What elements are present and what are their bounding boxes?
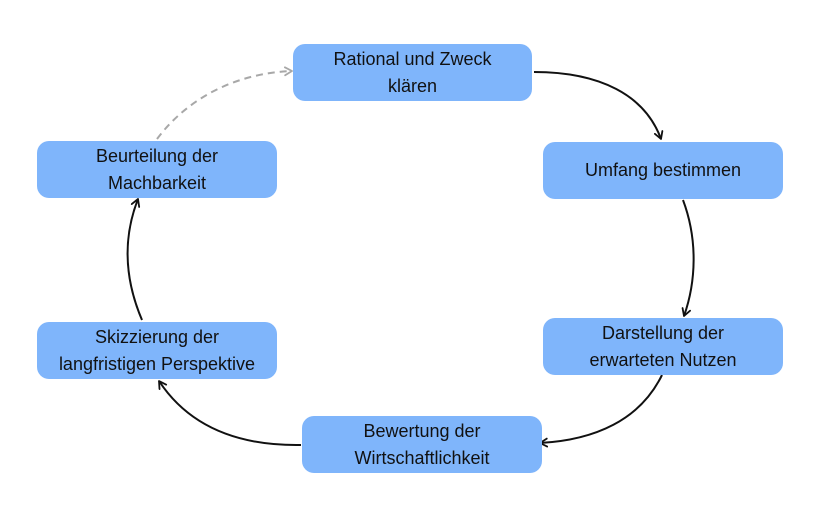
node-darstellung-nutzen: Darstellung der erwarteten Nutzen	[543, 318, 783, 375]
node-rational-und-zweck: Rational und Zweck klären	[293, 44, 532, 101]
edge-wirtschaft-to-perspektive	[158, 380, 302, 447]
node-beurteilung-machbarkeit: Beurteilung der Machbarkeit	[37, 141, 277, 198]
edge-umfang-to-nutzen	[681, 199, 695, 317]
edge-perspektive-to-machbarkeit	[126, 198, 143, 321]
edge-nutzen-to-wirtschaft	[539, 374, 663, 448]
edge-machbarkeit-to-rational	[156, 66, 293, 140]
node-skizzierung-perspektive: Skizzierung der langfristigen Perspektiv…	[37, 322, 277, 379]
node-bewertung-wirtschaftlichkeit: Bewertung der Wirtschaftlichkeit	[302, 416, 542, 473]
edge-rational-to-umfang	[533, 71, 664, 140]
node-umfang-bestimmen: Umfang bestimmen	[543, 142, 783, 199]
